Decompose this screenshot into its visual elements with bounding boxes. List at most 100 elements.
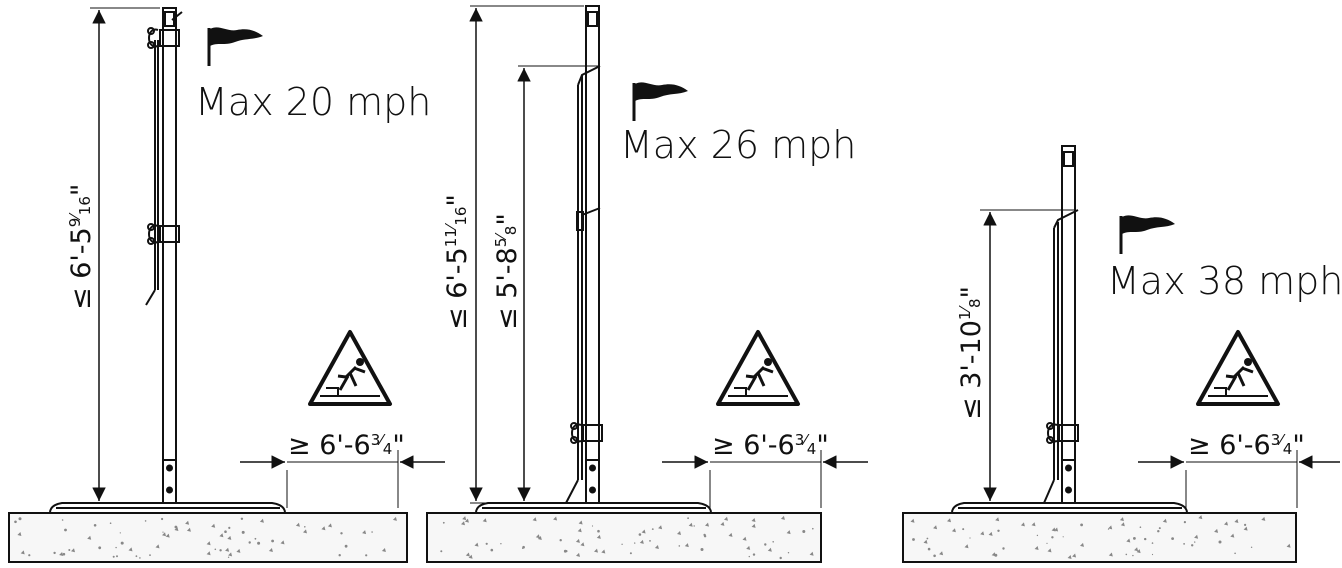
panel-1: ≤ 6'-59⁄16" Max 20 mph ≥ 6'-63⁄4" (8, 7, 445, 563)
concrete-speck (1191, 544, 1194, 547)
concrete-speck (1234, 552, 1236, 555)
concrete-speck (474, 542, 479, 547)
concrete-speck (1194, 541, 1196, 543)
concrete-speck (162, 532, 166, 537)
concrete-speck (923, 539, 928, 544)
concrete-speck (1214, 528, 1219, 533)
concrete-speck (688, 522, 693, 527)
concrete-speck (1120, 522, 1125, 527)
concrete-speck (144, 520, 147, 522)
concrete-speck (1151, 542, 1154, 544)
concrete-speck (1286, 543, 1291, 548)
concrete-speck (995, 517, 1000, 522)
concrete-speck (535, 534, 540, 539)
concrete-speck (575, 538, 580, 543)
concrete-speck (71, 548, 75, 553)
concrete-speck (1144, 537, 1147, 541)
wind-flag-icon (632, 82, 688, 121)
concrete-speck (537, 536, 542, 540)
mast-base-foot (49, 502, 286, 514)
concrete-speck (787, 552, 790, 554)
concrete-speck (490, 548, 494, 552)
height-dimension-inner: ≤ 5'-85⁄8" (492, 65, 598, 501)
concrete-speck (751, 518, 756, 522)
concrete-speck (1158, 527, 1161, 530)
concrete-speck (1261, 516, 1266, 521)
concrete-speck (926, 537, 929, 540)
concrete-speck (780, 515, 785, 520)
concrete-speck (468, 554, 473, 559)
concrete-speck (98, 546, 102, 550)
concrete-speck (746, 545, 751, 550)
concrete-speck (1183, 521, 1186, 524)
wind-speed-label: Max 26 mph (620, 123, 856, 167)
concrete-speck (1119, 517, 1124, 522)
concrete-speck (17, 532, 22, 536)
concrete-speck (724, 516, 728, 521)
concrete-speck (219, 533, 224, 538)
concrete-speck (947, 518, 951, 523)
concrete-speck (482, 518, 487, 523)
concrete-speck (601, 549, 606, 554)
concrete-speck (139, 557, 141, 559)
concrete-speck (980, 531, 985, 536)
clearance-dimension: ≥ 6'-63⁄4" (240, 430, 445, 508)
concrete-speck (228, 552, 233, 557)
mast-base-foot (475, 502, 712, 514)
concrete-speck (227, 535, 232, 540)
concrete-speck (228, 526, 231, 530)
concrete-speck (1224, 521, 1228, 526)
height-label: ≤ 6'-511⁄16" (442, 194, 473, 330)
concrete-speck (779, 556, 782, 560)
concrete-speck (392, 516, 397, 521)
concrete-speck (912, 538, 915, 541)
concrete-speck (751, 523, 756, 528)
concrete-speck (1218, 540, 1222, 544)
concrete-speck (186, 527, 191, 532)
concrete-speck (629, 552, 632, 555)
concrete-speck (338, 554, 341, 557)
concrete-speck (703, 533, 706, 537)
concrete-speck (93, 524, 97, 527)
concrete-speck (591, 525, 594, 527)
concrete-speck (268, 548, 273, 552)
concrete-speck (365, 554, 368, 557)
concrete-speck (1036, 534, 1039, 537)
concrete-speck (214, 548, 217, 551)
concrete-speck (1133, 537, 1136, 540)
concrete-speck (59, 552, 64, 556)
concrete-speck (465, 552, 470, 557)
concrete-speck (18, 517, 22, 521)
height-label: ≤ 6'-59⁄16" (66, 184, 97, 310)
mast-pole (145, 7, 183, 504)
concrete-speck (174, 525, 178, 529)
concrete-speck (1136, 549, 1141, 554)
concrete-speck (14, 520, 17, 524)
concrete-speck (1046, 542, 1048, 545)
concrete-speck (809, 551, 814, 556)
concrete-speck (578, 520, 583, 525)
concrete-speck (165, 533, 170, 538)
wind-flag-icon (207, 27, 263, 66)
concrete-speck (1194, 534, 1199, 539)
concrete-speck (236, 548, 241, 553)
concrete-speck (802, 530, 806, 533)
concrete-speck (1051, 536, 1054, 539)
person-falling-warning-icon (716, 330, 800, 406)
concrete-speck (112, 555, 115, 558)
concrete-speck (1051, 527, 1056, 532)
concrete-speck (442, 521, 445, 524)
concrete-slab (8, 512, 408, 563)
height-label: ≤ 3'-101⁄8" (956, 286, 987, 420)
concrete-speck (748, 555, 750, 558)
concrete-speck (241, 530, 245, 534)
concrete-speck (1072, 553, 1077, 558)
wind-speed-label: Max 20 mph (195, 80, 431, 124)
concrete-speck (485, 542, 488, 545)
concrete-speck (522, 547, 524, 549)
concrete-speck (155, 544, 160, 549)
panel-3: ≤ 3'-101⁄8" Max 38 mph ≥ 6'-63⁄4" (902, 145, 1342, 563)
concrete-speck (219, 549, 222, 552)
concrete-speck (553, 516, 558, 521)
concrete-speck (1108, 552, 1113, 557)
